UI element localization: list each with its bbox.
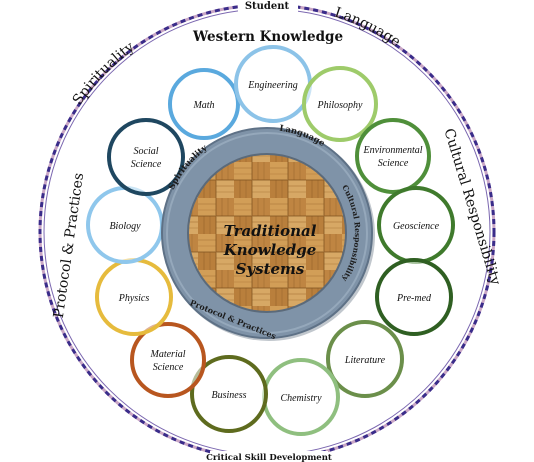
subject-biology: Biology [86, 186, 164, 264]
subject-label-literature: Literature [344, 355, 386, 366]
outer-spirituality-label: Spirituality [70, 39, 138, 108]
western-knowledge-label: Western Knowledge [192, 29, 343, 45]
subject-circle-social-science [107, 118, 185, 196]
inner-ring-highlight [166, 132, 368, 334]
subject-engineering: Engineering [234, 45, 312, 123]
subject-label-math: Math [192, 100, 214, 111]
subject-label-business: Business [212, 390, 247, 401]
subject-geoscience: Geoscience [377, 186, 455, 264]
subject-circle-business [190, 355, 268, 433]
subject-pre-med: Pre-med [375, 258, 453, 336]
subject-label-pre-med: Pre-med [396, 293, 432, 304]
student-label: Student [245, 1, 290, 12]
subject-circle-material-science [130, 322, 206, 398]
subject-circle-environmental-science [355, 118, 431, 194]
subject-label-biology: Biology [109, 221, 141, 232]
critical-skill-label: Critical Skill Development [206, 453, 332, 462]
subject-label-engineering: Engineering [247, 80, 297, 91]
center-weave [187, 153, 347, 313]
subject-label-chemistry: Chemistry [280, 393, 322, 404]
center-title-line-1: Traditional [224, 222, 317, 240]
subject-literature: Literature [326, 320, 404, 398]
subject-circle-math [168, 68, 240, 140]
outer-language-label: Language [332, 5, 403, 51]
outer-boundary-dashes [38, 3, 496, 461]
subject-physics: Physics [95, 258, 173, 336]
outer-protocol-label: Protocol & Practices [51, 172, 87, 319]
center-title-line-2: Knowledge [223, 241, 317, 259]
subject-circle-pre-med [375, 258, 453, 336]
subject-business: Business [190, 355, 268, 433]
subject-philosophy: Philosophy [302, 66, 378, 142]
subject-circle-philosophy [302, 66, 378, 142]
subject-label-geoscience: Geoscience [393, 221, 440, 232]
subject-chemistry: Chemistry [262, 358, 340, 436]
subject-label-philosophy: Philosophy [317, 100, 364, 111]
subject-circle-literature [326, 320, 404, 398]
subject-label-physics: Physics [118, 293, 150, 304]
subject-math: Math [168, 68, 240, 140]
center-title-line-3: Systems [236, 260, 305, 278]
